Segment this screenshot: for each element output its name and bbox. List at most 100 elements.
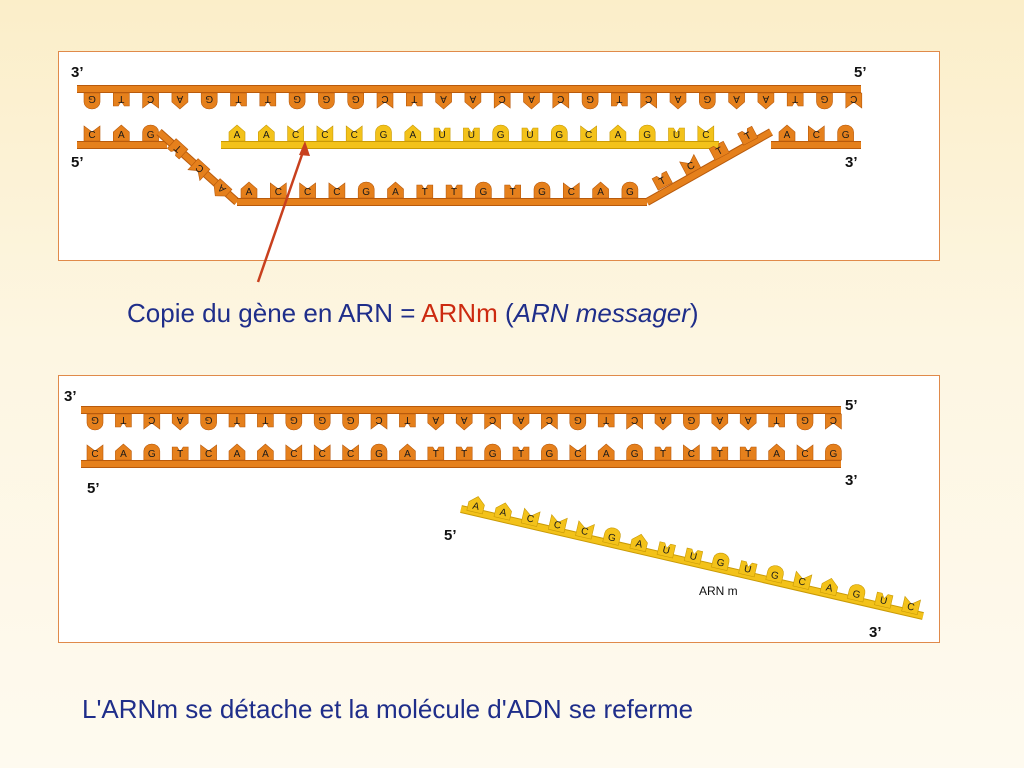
coding-bottom-base: A xyxy=(387,181,404,199)
template-strand-base: A xyxy=(435,92,452,110)
dna-top-strand-base: G xyxy=(86,413,104,431)
template-strand-base: A xyxy=(669,92,687,110)
base-letter: C xyxy=(319,449,326,460)
dna-top-strand-base: G xyxy=(342,413,359,431)
dna-top-strand-base: C xyxy=(541,413,558,430)
base-letter: U xyxy=(468,130,475,141)
top-strand-5-prime-label: 5’ xyxy=(854,64,867,81)
template-strand-base: A xyxy=(728,92,745,110)
coding-bottom-base: T xyxy=(445,184,463,199)
rna-strand-base: U xyxy=(683,547,704,565)
dna-bottom-strand-base: G xyxy=(541,443,558,461)
template-strand-base: G xyxy=(816,92,833,110)
base-letter: C xyxy=(830,414,837,425)
dna-top-strand-base: A xyxy=(171,413,189,431)
base-letter: A xyxy=(603,449,610,460)
rna-strand-base: A xyxy=(466,496,485,515)
dna-bottom-strand-base: T xyxy=(711,446,729,461)
base-letter: G xyxy=(851,589,861,602)
template-strand-base: A xyxy=(171,92,189,110)
base-letter: A xyxy=(762,93,769,104)
base-letter: A xyxy=(177,414,184,425)
bottom-strand-5-prime-label: 5’ xyxy=(71,154,84,171)
rna-transcript-base: C xyxy=(287,125,304,142)
base-letter: C xyxy=(813,130,820,141)
coding-bottom-base: A xyxy=(592,181,609,199)
coding-bottom-base: G xyxy=(357,181,375,199)
dna-top-strand-base: A xyxy=(427,413,445,431)
dna-top-strand-base: C xyxy=(484,413,501,430)
base-letter: T xyxy=(265,93,271,104)
rna-5-prime-label: 5’ xyxy=(444,527,457,544)
base-letter: G xyxy=(497,130,505,141)
base-letter: C xyxy=(304,187,311,198)
dna-top-strand-base: T xyxy=(257,413,274,428)
rna-strand-base: U xyxy=(874,591,894,609)
detachment-caption: L'ARNm se détache et la molécule d'ADN s… xyxy=(82,694,694,724)
base-letter: U xyxy=(688,551,698,563)
base-letter: G xyxy=(631,449,639,460)
base-letter: C xyxy=(290,449,297,460)
template-strand-base: C xyxy=(142,92,159,109)
template-strand-base: T xyxy=(611,92,628,107)
base-letter: A xyxy=(246,187,253,198)
base-letter: U xyxy=(438,130,445,141)
base-letter: C xyxy=(499,93,506,104)
dna-top-strand-base: C xyxy=(143,413,161,430)
base-letter: A xyxy=(825,583,834,595)
dna-bottom-strand-base: G xyxy=(143,443,161,461)
rna-transcript-base: C xyxy=(316,125,334,142)
coding-left-diag-base: T xyxy=(166,138,189,160)
base-letter: T xyxy=(510,187,516,198)
dna-bottom-strand-base: A xyxy=(115,443,132,461)
base-letter: A xyxy=(597,187,604,198)
base-letter: T xyxy=(743,130,754,143)
base-letter: T xyxy=(657,175,668,188)
base-letter: G xyxy=(546,449,554,460)
base-letter: G xyxy=(555,130,563,141)
base-letter: G xyxy=(380,130,388,141)
template-strand-base: G xyxy=(347,92,365,110)
base-letter: C xyxy=(685,160,697,173)
rna-transcript-base: G xyxy=(550,124,568,142)
coding-bottom-base: G xyxy=(621,181,639,199)
rna-transcript-base: U xyxy=(463,127,480,142)
coding-right-diag-base: C xyxy=(679,153,702,176)
base-letter: G xyxy=(830,449,838,460)
rna-strand-base: G xyxy=(846,584,866,603)
base-letter: C xyxy=(906,601,916,613)
template-strand-base: T xyxy=(786,92,804,107)
rna-strand-base: U xyxy=(738,560,758,578)
dna-bottom-strand-base: T xyxy=(739,446,757,461)
dna-bottom-strand-base: C xyxy=(86,444,104,461)
base-letter: A xyxy=(404,449,411,460)
base-letter: U xyxy=(879,595,889,607)
rna-transcript-base: G xyxy=(375,124,392,142)
template-strand-base: G xyxy=(288,92,306,110)
base-letter: T xyxy=(518,449,524,460)
dna-bottom-strand-base: C xyxy=(313,444,331,461)
base-letter: G xyxy=(322,93,330,104)
base-letter: A xyxy=(733,93,740,104)
template-strand-base: C xyxy=(493,92,511,109)
dna-top-strand-base: C xyxy=(825,413,842,430)
dna-top-strand-base: T xyxy=(768,413,785,428)
base-letter: C xyxy=(351,130,358,141)
base-letter: T xyxy=(774,414,780,425)
dna-bottom-strand-base: G xyxy=(626,443,643,461)
dna-top-strand-base: A xyxy=(455,413,473,431)
dna-top-3-prime-label: 3’ xyxy=(64,388,77,405)
template-strand-base: A xyxy=(523,92,540,110)
rna-strand-base: C xyxy=(792,570,813,590)
rna-strand-base: C xyxy=(575,520,595,540)
base-letter: G xyxy=(574,414,582,425)
base-letter: C xyxy=(557,93,564,104)
base-letter: G xyxy=(842,130,850,141)
dna-bottom-5-prime-label: 5’ xyxy=(87,480,100,497)
base-letter: C xyxy=(148,414,155,425)
rna-transcript-base: C xyxy=(580,125,597,142)
rna-start-base: A xyxy=(112,124,130,142)
base-letter: A xyxy=(234,130,241,141)
